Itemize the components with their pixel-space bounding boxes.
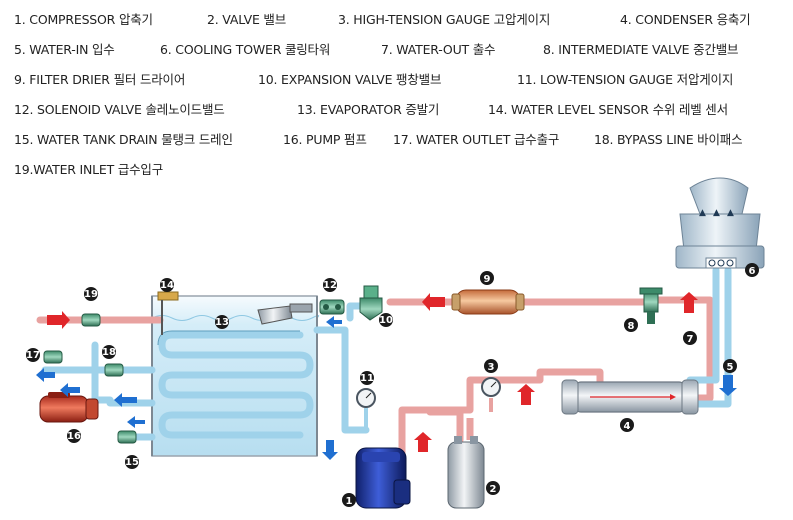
svg-text:4: 4 <box>624 421 631 432</box>
marker-7: 7 <box>683 331 697 345</box>
marker-19: 19 <box>84 287 98 301</box>
flow-arrows-red <box>47 292 698 452</box>
svg-text:5: 5 <box>727 362 734 373</box>
legend-item-1: 1. COMPRESSOR 압축기 <box>14 12 153 27</box>
filter-drier-icon <box>451 289 525 315</box>
marker-4: 4 <box>620 418 634 432</box>
legend-item-2: 2. VALVE 밸브 <box>207 12 287 27</box>
legend-item-3: 3. HIGH-TENSION GAUGE 고압게이지 <box>338 12 551 27</box>
svg-text:16: 16 <box>67 431 81 442</box>
legend-item-12: 12. SOLENOID VALVE 솔레노이드밸드 <box>14 102 225 117</box>
water-pipes <box>41 266 732 441</box>
compressor-icon <box>355 447 411 509</box>
marker-17: 17 <box>26 348 40 362</box>
svg-text:13: 13 <box>215 317 229 328</box>
marker-13: 13 <box>215 315 229 329</box>
legend-item-7: 7. WATER-OUT 출수 <box>381 42 496 57</box>
marker-10: 10 <box>379 313 393 327</box>
marker-16: 16 <box>67 429 81 443</box>
svg-text:18: 18 <box>102 347 116 358</box>
svg-text:1: 1 <box>346 496 353 507</box>
legend-item-14: 14. WATER LEVEL SENSOR 수위 레벨 센서 <box>488 102 728 117</box>
legend-item-11: 11. LOW-TENSION GAUGE 저압게이지 <box>517 72 734 87</box>
legend: 1. COMPRESSOR 압축기 2. VALVE 밸브 3. HIGH-TE… <box>0 0 793 180</box>
svg-text:3: 3 <box>488 362 495 373</box>
marker-5: 5 <box>723 359 737 373</box>
legend-item-13: 13. EVAPORATOR 증발기 <box>297 102 440 117</box>
evaporator-header-icon <box>257 303 313 325</box>
svg-text:6: 6 <box>749 266 756 277</box>
condenser-icon <box>561 379 699 415</box>
cooling-tower-icon: ▲ ▲ ▲ <box>675 177 765 269</box>
legend-item-4: 4. CONDENSER 응축기 <box>620 12 751 27</box>
svg-text:10: 10 <box>379 315 393 326</box>
gate-valve-icons <box>43 313 137 444</box>
legend-item-16: 16. PUMP 펌프 <box>283 132 367 147</box>
flow-arrows-blue <box>36 316 737 460</box>
svg-text:9: 9 <box>484 274 491 285</box>
marker-8: 8 <box>624 318 638 332</box>
marker-3: 3 <box>484 359 498 373</box>
pump-motor-icon <box>39 392 99 423</box>
marker-14: 14 <box>160 278 174 292</box>
svg-text:14: 14 <box>160 280 174 291</box>
legend-item-17: 17. WATER OUTLET 급수출구 <box>393 132 560 147</box>
legend-item-6: 6. COOLING TOWER 쿨링타워 <box>160 42 331 57</box>
svg-text:▲: ▲ <box>713 208 720 218</box>
marker-15: 15 <box>125 455 139 469</box>
marker-18: 18 <box>102 345 116 359</box>
high-tension-gauge-icon <box>481 377 501 412</box>
legend-item-9: 9. FILTER DRIER 필터 드라이어 <box>14 72 186 87</box>
svg-text:7: 7 <box>687 334 694 345</box>
expansion-valve-icon <box>359 285 383 321</box>
svg-text:19: 19 <box>84 289 98 300</box>
evaporator-coil <box>158 331 314 439</box>
marker-1: 1 <box>342 493 356 507</box>
intermediate-valve-icon <box>639 287 663 324</box>
legend-item-19: 19.WATER INLET 급수입구 <box>14 162 164 177</box>
legend-item-15: 15. WATER TANK DRAIN 물탱크 드레인 <box>14 132 233 147</box>
marker-6: 6 <box>745 263 759 277</box>
water-level-sensor-icon <box>157 291 179 335</box>
solenoid-valve-icon <box>319 299 345 315</box>
legend-item-18: 18. BYPASS LINE 바이패스 <box>594 132 743 147</box>
svg-text:▲: ▲ <box>699 208 706 218</box>
marker-2: 2 <box>486 481 500 495</box>
receiver-tank-icon <box>447 436 485 509</box>
svg-text:11: 11 <box>360 373 374 384</box>
svg-text:2: 2 <box>490 484 497 495</box>
marker-9: 9 <box>480 271 494 285</box>
marker-12: 12 <box>323 278 337 292</box>
svg-text:15: 15 <box>125 457 139 468</box>
low-tension-gauge-icon <box>356 388 376 430</box>
svg-text:12: 12 <box>323 280 337 291</box>
legend-item-10: 10. EXPANSION VALVE 팽창밸브 <box>258 72 442 87</box>
svg-text:8: 8 <box>628 321 635 332</box>
svg-text:17: 17 <box>26 350 40 361</box>
legend-item-5: 5. WATER-IN 입수 <box>14 42 115 57</box>
marker-11: 11 <box>360 371 374 385</box>
legend-item-8: 8. INTERMEDIATE VALVE 중간밸브 <box>543 42 739 57</box>
svg-text:▲: ▲ <box>727 208 734 218</box>
